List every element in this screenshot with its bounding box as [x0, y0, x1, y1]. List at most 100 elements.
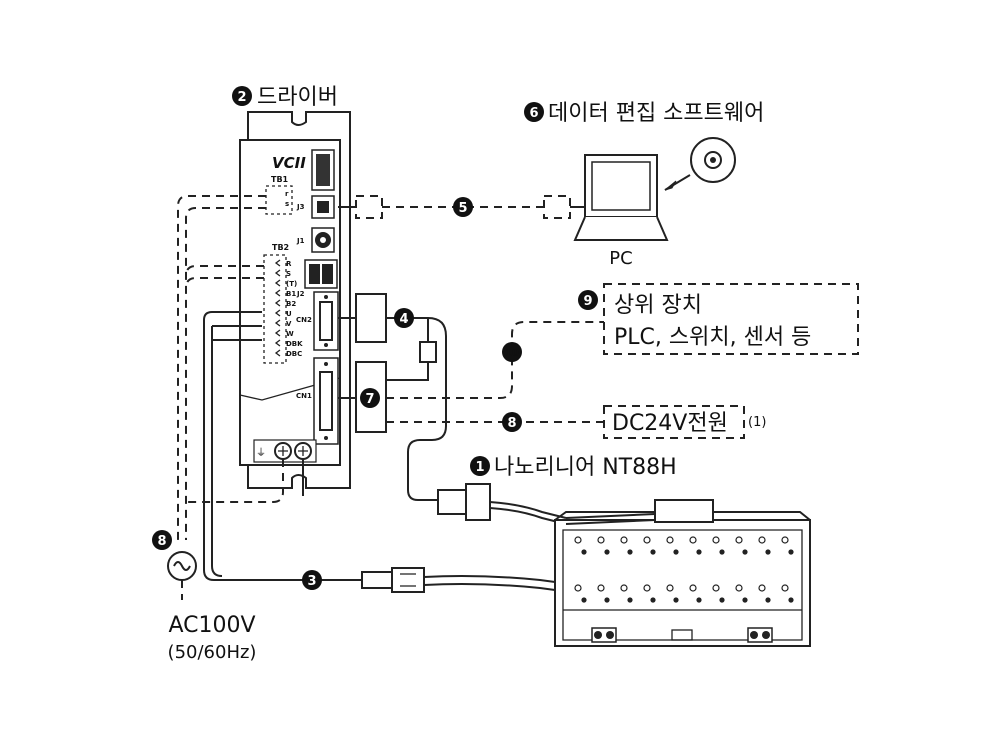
stage-mounting-hole	[719, 597, 725, 603]
stage-mounting-hole	[643, 536, 651, 544]
tb2-terminal-label: S	[286, 270, 291, 278]
callout-8-ac: 8	[157, 534, 166, 549]
ground-symbol: ⏚	[256, 447, 266, 459]
stage-mounting-hole	[627, 549, 633, 555]
dc-power: 8 DC24V전원 (1)	[386, 405, 766, 439]
stage-mounting-hole	[627, 597, 633, 603]
software-cd	[664, 137, 736, 191]
j1-label: J1	[296, 237, 305, 245]
stage-mounting-hole	[689, 536, 697, 544]
stage-mounting-hole	[781, 536, 789, 544]
stage-mounting-hole	[712, 584, 720, 592]
usb-cable: 5	[338, 195, 585, 219]
stage-mounting-hole	[666, 536, 674, 544]
tb2-terminal-screw	[274, 299, 281, 307]
pc-label: PC	[609, 248, 632, 269]
driver-unit: VCII TB1 r s J3 J1 TB2 RS(T)B1B2UVWDBKDB…	[239, 111, 351, 489]
callout-1: 1	[475, 460, 484, 475]
stage-mounting-hole	[604, 597, 610, 603]
stage-mounting-hole	[781, 584, 789, 592]
stage-mounting-hole	[696, 549, 702, 555]
stage-mounting-hole	[742, 597, 748, 603]
stage-mounting-hole	[673, 549, 679, 555]
tb2-terminal-label: R	[286, 260, 292, 268]
stage-mounting-hole	[650, 597, 656, 603]
tb2-terminal-screw	[274, 339, 281, 347]
stage-mounting-hole	[581, 597, 587, 603]
driver-label: 드라이버	[257, 85, 338, 110]
io-connector-7: 7	[338, 361, 387, 433]
tb2-terminal-screw	[274, 349, 281, 357]
stage-mounting-hole	[581, 549, 587, 555]
encoder-connector	[437, 483, 567, 525]
stage-mounting-hole	[620, 584, 628, 592]
tb2-terminal-label: W	[286, 330, 294, 338]
stage-mounting-hole	[765, 549, 771, 555]
tb2-terminal-label: B2	[286, 300, 296, 308]
software-title: 6 데이터 편집 소프트웨어	[524, 101, 764, 126]
tb1-label: TB1	[271, 175, 289, 184]
stage-mounting-hole	[788, 597, 794, 603]
stage-mounting-hole	[735, 536, 743, 544]
stage-mounting-hole	[689, 584, 697, 592]
tb2-terminal-screw	[274, 319, 281, 327]
nanolinear-label: 나노리니어 NT88H	[494, 455, 677, 480]
stage-mounting-hole	[597, 536, 605, 544]
upper-device-label: 상위 장치	[614, 293, 702, 318]
stage-mounting-hole	[758, 584, 766, 592]
stage-mounting-hole	[719, 549, 725, 555]
stage-mounting-hole	[604, 549, 610, 555]
callout-10: 10	[505, 348, 519, 359]
tb2-terminal-label: DBK	[286, 340, 303, 348]
stage-mounting-hole	[735, 584, 743, 592]
stage-mounting-hole	[643, 584, 651, 592]
footnote-mark: (1)	[748, 415, 766, 430]
callout-7: 7	[365, 392, 374, 407]
stage-mounting-hole	[673, 597, 679, 603]
driver-model-label: VCII	[272, 154, 306, 172]
stage-mounting-hole	[758, 536, 766, 544]
callout-6: 6	[529, 106, 538, 121]
dc-power-label: DC24V전원	[612, 411, 728, 436]
tb2-terminal-screw	[274, 259, 281, 267]
software-label: 데이터 편집 소프트웨어	[548, 101, 764, 126]
tb2-terminal-screw	[274, 269, 281, 277]
tb2-terminal-label: DBC	[286, 350, 302, 358]
stage-mounting-hole	[765, 597, 771, 603]
stage-mounting-hole	[742, 549, 748, 555]
stage-mounting-hole	[650, 549, 656, 555]
callout-3: 3	[307, 574, 316, 589]
j2-label: J2	[296, 290, 305, 298]
tb2-terminal-label: (T)	[286, 280, 297, 288]
callout-8-dc: 8	[507, 416, 516, 431]
cn2-label: CN2	[296, 316, 312, 324]
stage-mounting-hole	[574, 536, 582, 544]
stage-mounting-hole	[574, 584, 582, 592]
tb1-r-label: r	[285, 190, 289, 198]
nanolinear-stage	[554, 499, 811, 647]
cn1-label: CN1	[296, 392, 312, 400]
stage-mounting-hole	[696, 597, 702, 603]
stage-head-block	[654, 499, 714, 523]
stage-mounting-hole	[712, 536, 720, 544]
tb2-terminal-screw	[274, 289, 281, 297]
stage-mounting-hole	[666, 584, 674, 592]
nanolinear-title: 1 나노리니어 NT88H	[470, 455, 677, 480]
tb2-label: TB2	[272, 243, 289, 252]
tb2-terminal-label: V	[286, 320, 292, 328]
j3-label: J3	[296, 203, 305, 211]
tb2-terminal-label: B1	[286, 290, 296, 298]
ac-frequency-label: (50/60Hz)	[168, 642, 257, 663]
motor-cable: 3	[203, 311, 556, 593]
tb2-terminal-screw	[274, 329, 281, 337]
pc-laptop: PC	[573, 154, 669, 269]
callout-5: 5	[458, 201, 467, 216]
io-cable-10: 10	[386, 321, 604, 399]
tb2-terminal-screw	[274, 309, 281, 317]
upper-device: 상위 장치 PLC, 스위치, 센서 등 9	[578, 283, 859, 355]
stage-mounting-hole	[620, 536, 628, 544]
upper-device-examples: PLC, 스위치, 센서 등	[614, 325, 811, 350]
stage-mounting-hole	[788, 549, 794, 555]
